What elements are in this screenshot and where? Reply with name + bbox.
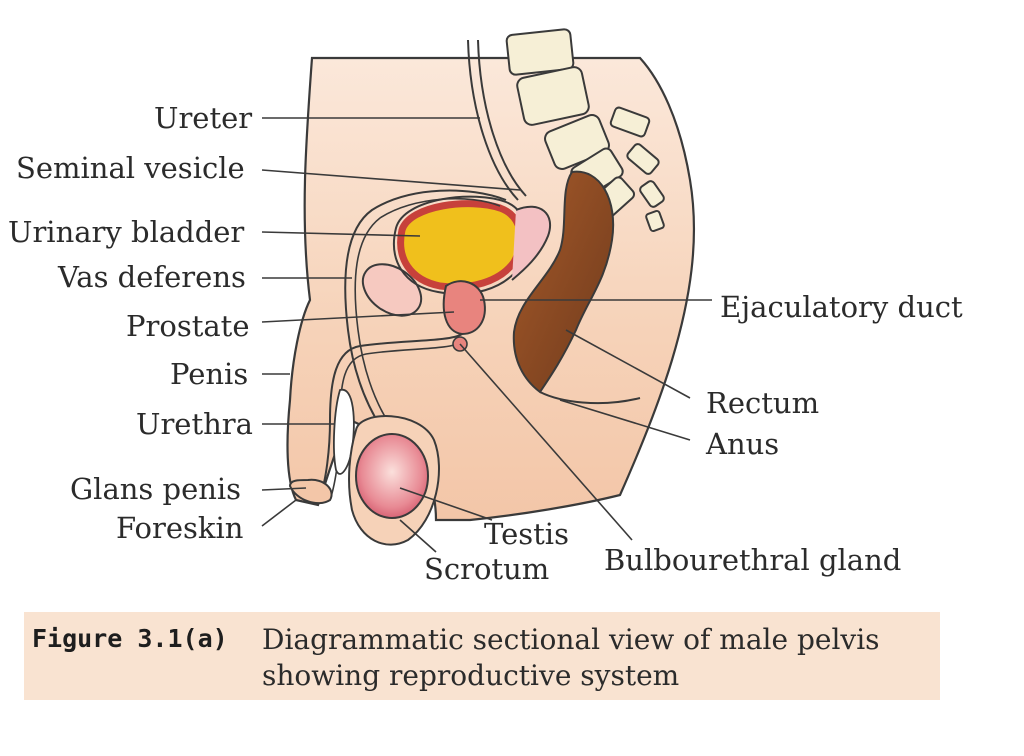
- vas-deferens: [344, 189, 507, 451]
- label-seminal-vesicle: Seminal vesicle: [16, 151, 245, 185]
- label-glans-penis: Glans penis: [70, 472, 242, 506]
- label-ejaculatory-duct: Ejaculatory duct: [720, 290, 963, 324]
- seminal-vesicle: [511, 205, 551, 281]
- ureter-inner: [477, 39, 527, 197]
- urethra: [319, 333, 463, 499]
- caption-text: Diagrammatic sectional view of male pelv…: [262, 623, 880, 692]
- ureter: [467, 39, 519, 201]
- label-penis: Penis: [170, 357, 249, 391]
- label-ureter: Ureter: [154, 101, 253, 135]
- label-testis: Testis: [484, 517, 569, 551]
- vas-deferens-inner: [354, 197, 501, 445]
- leader-lines: [261, 117, 712, 553]
- urinary-bladder: [397, 200, 525, 291]
- penis-corpus: [333, 389, 355, 475]
- label-bulbourethral-gland: Bulbourethral gland: [604, 543, 902, 577]
- label-urethra: Urethra: [136, 407, 253, 441]
- caption-label: Figure 3.1(a): [32, 624, 228, 653]
- label-urinary-bladder: Urinary bladder: [8, 215, 245, 249]
- label-scrotum: Scrotum: [424, 552, 550, 586]
- label-anus: Anus: [706, 427, 780, 461]
- label-vas-deferens: Vas deferens: [58, 260, 246, 294]
- prostate-gland: [442, 280, 486, 336]
- label-foreskin: Foreskin: [116, 511, 244, 545]
- anal-canal-line: [539, 391, 641, 405]
- testis: [355, 433, 429, 519]
- glans-penis: [288, 478, 333, 505]
- figure-caption: Figure 3.1(a) Diagrammatic sectional vie…: [24, 612, 940, 700]
- label-prostate: Prostate: [126, 309, 250, 343]
- label-rectum: Rectum: [706, 386, 820, 420]
